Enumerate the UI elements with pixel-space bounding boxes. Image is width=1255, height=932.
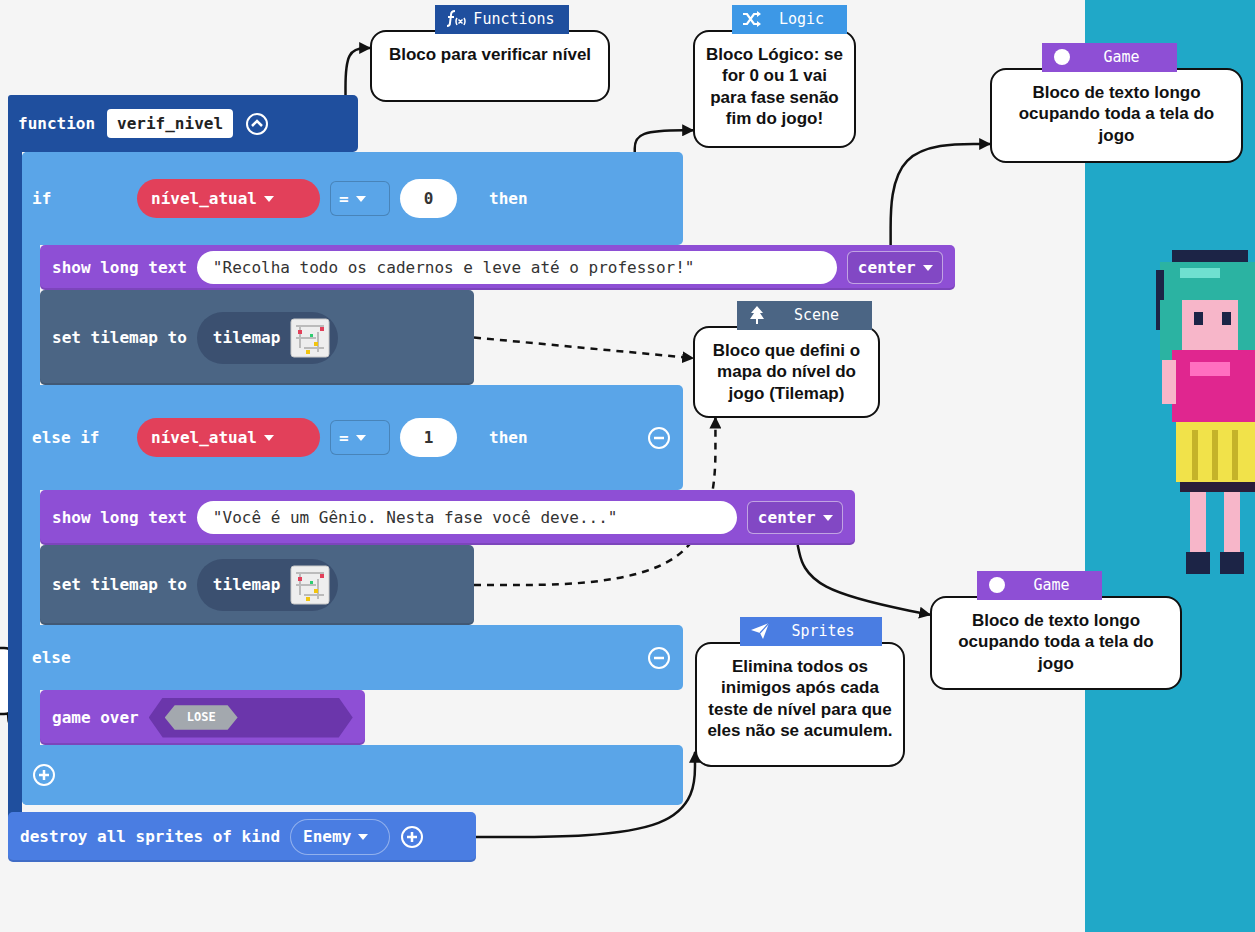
up-icon bbox=[245, 112, 269, 136]
block-row: if then nível_atual = 0 bbox=[22, 152, 683, 245]
plus-icon bbox=[32, 763, 56, 787]
category-icon bbox=[741, 9, 763, 34]
variable-pill: nível_atual bbox=[137, 418, 320, 457]
block-row: else if then nível_atual = 1 bbox=[22, 385, 683, 490]
if-else-block: if then nível_atual = 0 else if then nível_atua… bbox=[22, 152, 683, 805]
keyword: then bbox=[489, 189, 528, 208]
lose-label: LOSE bbox=[165, 705, 238, 729]
tilemap-pill: tilemap bbox=[197, 312, 338, 364]
callout-box: GameBloco de texto longo ocupando toda a… bbox=[990, 68, 1243, 163]
category-icon bbox=[749, 621, 771, 646]
callout-text: Elimina todos os inimigos após cada test… bbox=[707, 656, 893, 741]
tilemap-thumbnail bbox=[290, 318, 330, 358]
variable-name: nível_atual bbox=[151, 428, 283, 447]
tilemap-label: tilemap bbox=[213, 575, 280, 594]
callout-text: Bloco Lógico: se for 0 ou 1 vai para fas… bbox=[705, 44, 844, 129]
category-icon bbox=[1051, 47, 1073, 72]
number-value: 0 bbox=[424, 189, 434, 208]
pixel-character bbox=[1156, 250, 1255, 574]
callout-arrow bbox=[474, 338, 693, 359]
callout-box: SceneBloco que defini o mapa do nível do… bbox=[693, 326, 880, 418]
statement-block: set tilemap to tilemap bbox=[40, 290, 474, 385]
callout-text: Bloco de texto longo ocupando toda a tel… bbox=[942, 610, 1170, 674]
callout-box: FunctionsBloco para verificar nível bbox=[370, 30, 610, 102]
string-pill: "Você é um Gênio. Nesta fase você deve..… bbox=[197, 501, 737, 534]
callout-text: Bloco de texto longo ocupando toda a tel… bbox=[1002, 82, 1231, 146]
dropdown-value: center bbox=[847, 251, 943, 284]
callout-arrow bbox=[798, 545, 930, 615]
block-label: set tilemap to bbox=[52, 328, 187, 347]
minus-icon bbox=[647, 646, 671, 670]
minus-icon bbox=[647, 426, 671, 450]
tilemap-label: tilemap bbox=[213, 328, 280, 347]
number-pill: 0 bbox=[400, 179, 457, 218]
plus-icon bbox=[400, 825, 424, 849]
callout-arrow bbox=[891, 144, 990, 245]
tilemap-pill: tilemap bbox=[197, 559, 338, 611]
callout-text: Bloco para verificar nível bbox=[382, 44, 598, 65]
boolean-hexagon: LOSE bbox=[149, 698, 353, 738]
kind-label: Enemy bbox=[303, 827, 377, 846]
operator: = bbox=[339, 428, 375, 447]
category-icon bbox=[746, 305, 768, 330]
keyword: else bbox=[32, 648, 127, 667]
statement-block: game over LOSE bbox=[40, 690, 365, 745]
block-row bbox=[22, 745, 683, 805]
keyword: then bbox=[489, 428, 528, 447]
kind-dropdown: Enemy bbox=[290, 819, 390, 854]
category-badge: Functions bbox=[435, 5, 569, 34]
callout-box: SpritesElimina todos os inimigos após ca… bbox=[695, 642, 905, 767]
callout-text: Bloco que defini o mapa do nível do jogo… bbox=[705, 340, 868, 404]
block-row: else bbox=[22, 625, 683, 690]
callout-arrow bbox=[635, 130, 693, 152]
statement-block: show long text center "Recolha todo os cad… bbox=[40, 245, 955, 290]
function-name: verif_nivel bbox=[107, 109, 233, 138]
callout-box: GameBloco de texto longo ocupando toda a… bbox=[930, 596, 1182, 690]
block-label: destroy all sprites of kind bbox=[20, 827, 280, 846]
block-label: game over bbox=[52, 708, 139, 727]
block-label: show long text bbox=[52, 508, 187, 527]
statement-block: show long text center "Você é um Gênio. Ne… bbox=[40, 490, 855, 545]
statement-block: destroy all sprites of kind Enemy bbox=[8, 812, 476, 862]
variable-name: nível_atual bbox=[151, 189, 283, 208]
operator: = bbox=[339, 189, 375, 208]
variable-pill: nível_atual bbox=[137, 179, 320, 218]
category-icon bbox=[444, 9, 466, 34]
statement-block: set tilemap to tilemap bbox=[40, 545, 474, 625]
string-value: "Recolha todo os cadernos e leve até o p… bbox=[213, 258, 695, 277]
block-label: set tilemap to bbox=[52, 575, 187, 594]
keyword: else if bbox=[32, 428, 127, 447]
callout-arrow bbox=[346, 48, 371, 95]
dropdown-value: center bbox=[747, 501, 843, 534]
tilemap-thumbnail bbox=[290, 565, 330, 605]
string-value: "Você é um Gênio. Nesta fase você deve..… bbox=[213, 508, 618, 527]
number-pill: 1 bbox=[400, 418, 457, 457]
category-icon bbox=[986, 575, 1008, 600]
number-value: 1 bbox=[424, 428, 434, 447]
keyword: function bbox=[18, 114, 95, 133]
operator-dropdown: = bbox=[330, 181, 390, 216]
keyword: if bbox=[32, 189, 127, 208]
block-row: function verif_nivel bbox=[8, 95, 358, 152]
block-label: show long text bbox=[52, 258, 187, 277]
string-pill: "Recolha todo os cadernos e leve até o p… bbox=[197, 251, 837, 284]
callout-box: LogicBloco Lógico: se for 0 ou 1 vai par… bbox=[693, 30, 856, 148]
function-block: function verif_nivelif then nível_atual = 0 el… bbox=[8, 95, 683, 862]
operator-dropdown: = bbox=[330, 420, 390, 455]
